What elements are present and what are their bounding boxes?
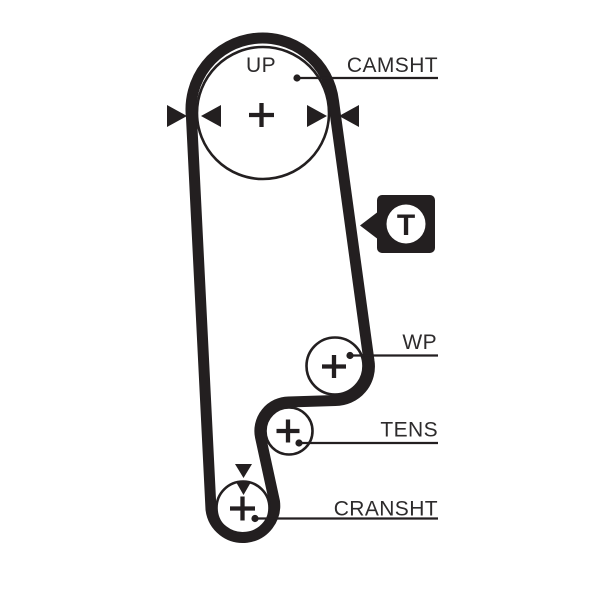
- water-pump-leader-dot: [346, 351, 354, 360]
- crankshaft-label: CRANSHT: [334, 498, 438, 521]
- water-pump-center-cross-icon: [322, 355, 346, 378]
- up-label: UP: [246, 54, 276, 77]
- water-pump-label: WP: [402, 331, 437, 354]
- crankshaft-leader-dot: [251, 514, 259, 523]
- crankshaft-pulley-circle: [215, 480, 271, 536]
- timing-belt-path: [185, 32, 375, 543]
- camshaft-label: CAMSHT: [347, 54, 438, 77]
- crank-upper-arrow-icon: [235, 464, 252, 478]
- tensioner-marker-letter: T: [397, 209, 415, 242]
- crankshaft-center-cross-icon: [230, 496, 255, 521]
- tensioner-marker-icon: T: [360, 195, 435, 253]
- tensioner-label: TENS: [380, 419, 438, 442]
- camshaft-pulley-circle: [195, 45, 331, 181]
- camshaft-center-cross-icon: [249, 103, 274, 127]
- camshaft-leader-dot: [293, 74, 301, 82]
- tensioner-leader-dot: [295, 439, 303, 447]
- cam-left-inner-arrow-icon: [201, 105, 221, 127]
- cam-left-outer-arrow-icon: [167, 105, 187, 127]
- tensioner-marker-disc: [386, 204, 426, 244]
- cam-right-inner-arrow-icon: [307, 105, 327, 127]
- water-pump-pulley-circle: [305, 336, 365, 396]
- tensioner-center-cross-icon: [276, 419, 300, 443]
- crank-lower-arrow-icon: [236, 482, 251, 495]
- cam-right-outer-arrow-icon: [339, 105, 359, 127]
- tensioner-pulley-circle: [264, 406, 314, 456]
- tensioner-marker-tail: [360, 211, 379, 240]
